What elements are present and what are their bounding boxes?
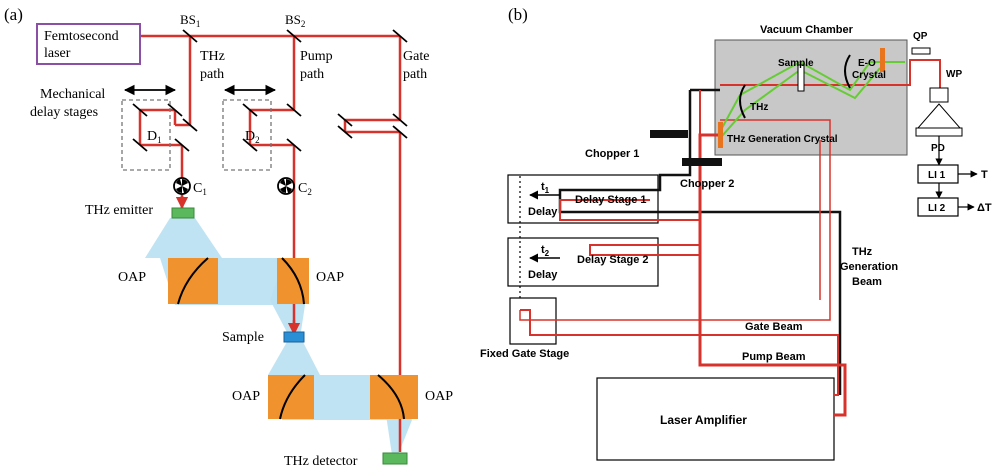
laser-label-line2: laser: [44, 46, 71, 61]
laser-amplifier-label: Laser Amplifier: [660, 413, 747, 427]
panel-b-label: (b): [508, 5, 528, 24]
thz-path-label-2: path: [200, 67, 224, 82]
thz-beam-cone-1: [145, 218, 222, 258]
d2-label: D2: [245, 129, 260, 145]
laser-label-line1: Femtosecond: [44, 29, 119, 44]
oap-b-2: [739, 84, 746, 119]
qp-label: QP: [913, 31, 928, 42]
oap-mirror-1: [168, 257, 218, 305]
chopper-2: [682, 158, 722, 166]
pump-path-label-2: path: [300, 67, 324, 82]
vacuum-chamber: [714, 39, 908, 156]
thz-generation-crystal: [718, 122, 723, 148]
quarter-wave-plate: [911, 47, 931, 55]
gate-beam-label: Gate Beam: [745, 321, 803, 333]
femtosecond-laser-box: [36, 23, 141, 65]
pd-label: PD: [931, 143, 945, 154]
panel-b: (b) Vacuum Chamber Laser Amplifier: [480, 5, 992, 461]
thz-detector: [382, 452, 408, 465]
t2-label: t2: [541, 244, 550, 258]
thz-b-label: THz: [750, 102, 768, 113]
oap-mirror-4: [370, 374, 418, 420]
fixed-gate-stage-label: Fixed Gate Stage: [480, 348, 569, 360]
red-beams-b: [519, 59, 941, 417]
thz-path-label-1: THz: [200, 49, 225, 64]
oap-mirror-3: [268, 374, 314, 420]
wp-label: WP: [946, 69, 962, 80]
oap-mirror-2: [277, 257, 309, 305]
chopper-2-label: Chopper 2: [680, 178, 734, 190]
vacuum-chamber-label: Vacuum Chamber: [760, 24, 854, 36]
mech-delay-label-1: Mechanical: [40, 87, 105, 102]
bs1-label: BS1: [180, 12, 200, 29]
oap-b-1: [844, 54, 851, 89]
sample-label: Sample: [222, 330, 264, 345]
out-t-label: T: [981, 169, 988, 181]
chopper-c1-icon: [173, 177, 191, 195]
eo-label-1: E-O: [858, 58, 876, 69]
pump-path-label-1: Pump: [300, 49, 333, 64]
chopper-1: [650, 130, 688, 138]
panel-a: (a): [4, 5, 453, 468]
mirrors-a: [132, 29, 408, 152]
thz-gen-crystal-label: THz Generation Crystal: [727, 134, 838, 145]
eo-label-2: Crystal: [852, 70, 886, 81]
gate-path-label-2: path: [403, 67, 427, 82]
delay-2-label: Delay: [528, 269, 558, 281]
thz-beam-cone-2: [268, 340, 320, 375]
thz-gen-beam-label-1: THz: [852, 246, 873, 258]
chopper-c2-icon: [277, 177, 295, 195]
photodiode: [915, 127, 963, 137]
delay-stage-d1: [121, 99, 171, 171]
thz-emitter: [171, 207, 195, 219]
panel-a-label: (a): [4, 5, 23, 24]
li2-label: LI 2: [928, 203, 946, 214]
mech-delay-label-2: delay stages: [30, 105, 98, 120]
eo-crystal: [880, 48, 885, 72]
beam-split-triangle: [916, 103, 962, 129]
fixed-gate-stage-box: [509, 297, 557, 345]
wollaston-prism: [929, 87, 949, 103]
li1-label: LI 1: [928, 170, 946, 181]
sample-b-label: Sample: [778, 58, 814, 69]
thz-emitter-label: THz emitter: [85, 203, 153, 218]
delay-stage-1-label: Delay Stage 1: [575, 194, 647, 206]
thz-gen-beam-label-3: Beam: [852, 276, 882, 288]
delay-1-label: Delay: [528, 206, 558, 218]
thz-detector-label: THz detector: [284, 454, 358, 468]
oap-label-2: OAP: [316, 270, 344, 285]
thz-generation-beam: [558, 88, 842, 395]
sample: [283, 331, 305, 343]
sample-b: [797, 64, 805, 92]
laser-amplifier-box: [596, 377, 835, 461]
oap-label-1: OAP: [118, 270, 146, 285]
bs2-label: BS2: [285, 12, 305, 29]
c1-label: C1: [193, 181, 207, 197]
thz-gen-beam-label-2: Generation: [840, 261, 898, 273]
out-dt-label: ΔT: [977, 202, 992, 214]
delay-stage-2-label: Delay Stage 2: [577, 254, 649, 266]
d1-label: D1: [147, 129, 162, 145]
gate-path-label-1: Gate: [403, 49, 429, 64]
pump-beam-label: Pump Beam: [742, 351, 806, 363]
t1-label: t1: [541, 181, 550, 195]
delay-stage-d2: [222, 99, 272, 171]
chopper-1-label: Chopper 1: [585, 148, 639, 160]
c2-label: C2: [298, 181, 312, 197]
oap-label-4: OAP: [425, 389, 453, 404]
oap-label-3: OAP: [232, 389, 260, 404]
